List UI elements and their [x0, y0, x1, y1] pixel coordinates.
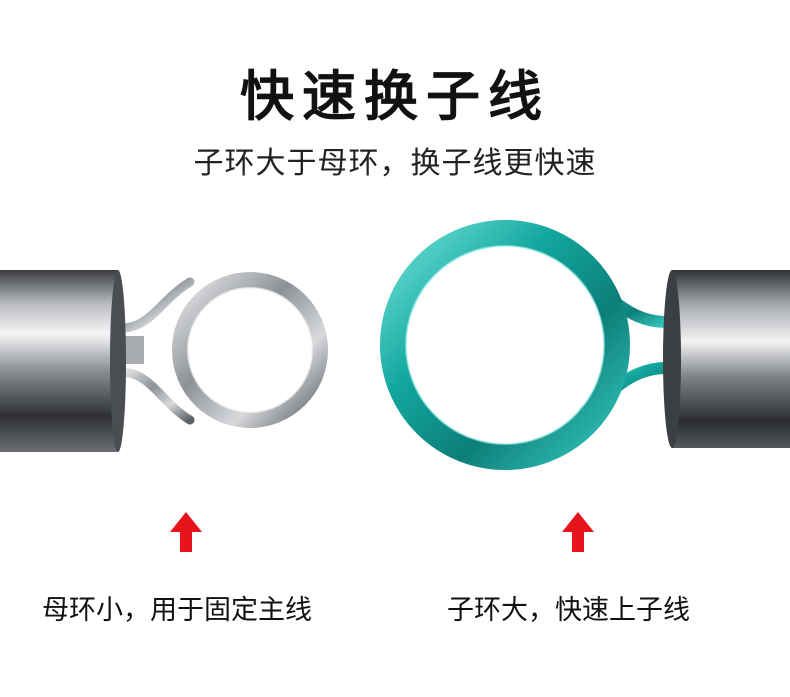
page-title: 快速换子线: [240, 65, 550, 128]
caption-left: 母环小，用于固定主线: [42, 595, 312, 626]
up-arrow-icon: [562, 512, 594, 552]
silver-swivel-icon: [0, 270, 328, 452]
caption-right: 子环大，快速上子线: [447, 595, 690, 626]
teal-swivel-icon: [380, 220, 790, 470]
up-arrow-icon: [170, 512, 202, 552]
page-subtitle: 子环大于母环，换子线更快速: [193, 146, 597, 181]
